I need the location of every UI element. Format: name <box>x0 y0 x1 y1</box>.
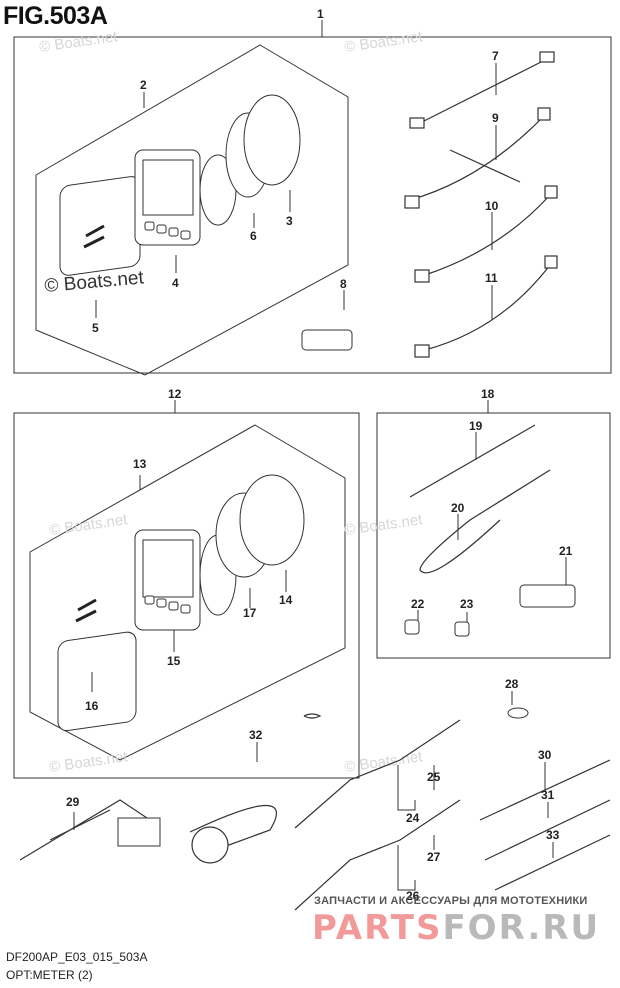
ru-watermark-subtitle: ЗАПЧАСТИ И АКСЕССУАРЫ ДЛЯ МОТОТЕХНИКИ <box>314 895 588 907</box>
ru-watermark-logo: PARTSFOR.RU <box>312 908 601 948</box>
figure-caption: OPT:METER (2) <box>6 968 93 982</box>
ref-29: 29 <box>66 795 80 809</box>
ref-8: 8 <box>340 277 347 291</box>
callout-lines <box>73 63 567 891</box>
assembly-outline-2 <box>35 44 349 376</box>
figure-title: FIG.503A <box>3 2 108 30</box>
ref-22: 22 <box>411 597 425 611</box>
ref-24: 24 <box>406 811 420 825</box>
ref-3: 3 <box>286 214 293 228</box>
svg-text:© Boats.net: © Boats.net <box>343 28 424 56</box>
t-connector-8 <box>301 329 353 351</box>
ref-20: 20 <box>451 501 465 515</box>
ref-1: 1 <box>317 7 324 21</box>
ref-26: 26 <box>406 889 420 903</box>
ref-2: 2 <box>140 78 147 92</box>
ref-25: 25 <box>427 770 441 784</box>
t-connector-21 <box>519 584 576 608</box>
bezel-cover-5 <box>59 176 141 276</box>
ref-6: 6 <box>250 229 257 243</box>
ref-7: 7 <box>492 49 499 63</box>
ref-30: 30 <box>538 748 552 762</box>
ref-23: 23 <box>460 597 474 611</box>
ref-11: 11 <box>485 271 498 285</box>
ref-19: 19 <box>469 419 483 433</box>
ring-nut-3 <box>243 94 301 186</box>
ref-28: 28 <box>505 677 519 691</box>
ref-5: 5 <box>92 321 99 335</box>
svg-text:© Boats.net: © Boats.net <box>38 28 119 56</box>
ref-21: 21 <box>559 544 573 558</box>
assembly-outline-13 <box>29 424 346 761</box>
kit-box-18 <box>376 412 611 659</box>
ref-17: 17 <box>243 606 257 620</box>
switch-29 <box>117 817 161 847</box>
model-code: DF200AP_E03_015_503A <box>6 950 148 964</box>
ref-15: 15 <box>167 654 181 668</box>
ref-4: 4 <box>172 276 179 290</box>
kit-box-1 <box>13 36 612 374</box>
ref-33: 33 <box>546 828 560 842</box>
svg-text:© Boats.net: © Boats.net <box>48 511 129 539</box>
ref-32: 32 <box>249 728 263 742</box>
svg-text:© Boats.net: © Boats.net <box>343 511 424 539</box>
meter-1-drawing <box>59 94 301 276</box>
connectors <box>117 329 576 847</box>
ref-18: 18 <box>481 387 495 401</box>
ref-27: 27 <box>427 850 441 864</box>
cables <box>19 51 611 911</box>
ref-31: 31 <box>541 788 555 802</box>
spring-28 <box>507 707 529 719</box>
ref-10: 10 <box>485 199 499 213</box>
ref-14: 14 <box>279 593 293 607</box>
ref-9: 9 <box>492 111 499 125</box>
ref-12: 12 <box>168 387 182 401</box>
reference-labels: 1 2 3 4 5 6 7 8 9 10 11 12 13 14 15 16 1… <box>66 7 573 903</box>
kit-box-12 <box>13 412 360 779</box>
ref-16: 16 <box>85 699 99 713</box>
meter-2-drawing <box>57 474 305 732</box>
ref-13: 13 <box>133 457 147 471</box>
svg-text:© Boats.net: © Boats.net <box>48 748 129 776</box>
